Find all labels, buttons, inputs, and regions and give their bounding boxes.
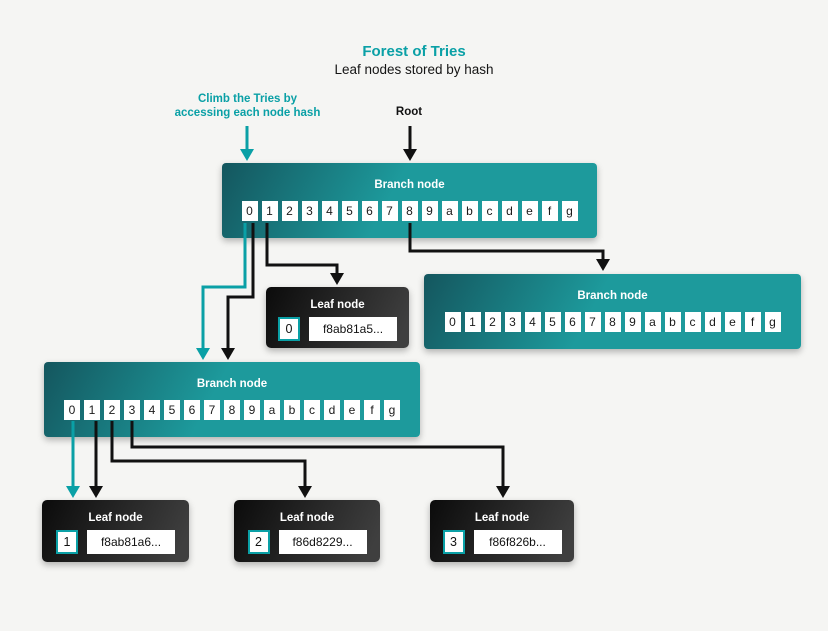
branch-cell: 5: [544, 312, 561, 332]
leaf-node-3-hash: f86f826b...: [473, 530, 562, 554]
branch-cell: d: [704, 312, 721, 332]
branch-node-right-title: Branch node: [577, 290, 648, 302]
branch-cell: 7: [584, 312, 601, 332]
root-annotation: Root: [395, 106, 423, 118]
branch-cell: 5: [164, 400, 180, 420]
page-subtitle: Leaf nodes stored by hash: [334, 62, 494, 77]
branch-cell: 0: [241, 201, 258, 221]
branch-cell: g: [561, 201, 578, 221]
leaf-node-3: Leaf node 3 f86f826b...: [430, 500, 574, 562]
leaf-node-1: Leaf node 1 f8ab81a6...: [42, 500, 189, 562]
leaf-node-2-row: 2 f86d8229...: [234, 530, 380, 554]
climb-tries-annotation: Climb the Tries by accessing each node h…: [160, 92, 335, 120]
branch-cell: 2: [104, 400, 120, 420]
branch-cell: 3: [301, 201, 318, 221]
branch-cell: 4: [321, 201, 338, 221]
branch-cell: b: [664, 312, 681, 332]
branch-cell: 3: [124, 400, 140, 420]
branch-cell: 6: [184, 400, 200, 420]
branch-cell: b: [461, 201, 478, 221]
branch-cell: e: [724, 312, 741, 332]
branch-cell: c: [481, 201, 498, 221]
branch-cell: 1: [464, 312, 481, 332]
branch-cell: 8: [604, 312, 621, 332]
leaf-node-1-index: 1: [56, 530, 78, 554]
leaf-node-2: Leaf node 2 f86d8229...: [234, 500, 380, 562]
branch-cell: e: [521, 201, 538, 221]
leaf-node-3-title: Leaf node: [474, 512, 530, 524]
branch-cell: 8: [224, 400, 240, 420]
branch-cell: d: [501, 201, 518, 221]
branch-cell: c: [684, 312, 701, 332]
branch-cell: 6: [564, 312, 581, 332]
branch-cell: 4: [144, 400, 160, 420]
branch-cell: 0: [444, 312, 461, 332]
branch-cell: 5: [341, 201, 358, 221]
leaf-node-2-hash: f86d8229...: [278, 530, 367, 554]
branch-cell: f: [744, 312, 761, 332]
branch-cell: 7: [381, 201, 398, 221]
climb-tries-annotation-line1: Climb the Tries by: [197, 93, 298, 105]
leaf-node-0-title: Leaf node: [310, 299, 365, 311]
branch-cell: 0: [64, 400, 80, 420]
leaf-node-1-title: Leaf node: [88, 512, 143, 524]
branch-cell: 6: [361, 201, 378, 221]
branch-cell: 8: [401, 201, 418, 221]
branch-cell: 7: [204, 400, 220, 420]
arrow-rootbranch-cell0-black-to-left-branch: [221, 223, 255, 360]
arrow-climb-to-root-branch: [240, 126, 254, 161]
leaf-node-0-hash: f8ab81a5...: [309, 317, 397, 341]
branch-cell: 2: [281, 201, 298, 221]
branch-cell: a: [264, 400, 280, 420]
branch-cell: a: [644, 312, 661, 332]
branch-cell: 4: [524, 312, 541, 332]
leaf-node-2-index: 2: [247, 530, 270, 554]
branch-cell: 9: [421, 201, 438, 221]
branch-cell: 2: [484, 312, 501, 332]
branch-node-root-title: Branch node: [374, 179, 445, 191]
arrow-rootbranch-cell0-teal-to-left-branch: [196, 223, 247, 360]
branch-cell: d: [324, 400, 340, 420]
leaf-node-0: Leaf node 0 f8ab81a5...: [266, 287, 409, 348]
branch-node-left-title: Branch node: [196, 378, 268, 390]
branch-cell: 1: [261, 201, 278, 221]
branch-cell: 9: [244, 400, 260, 420]
leaf-node-0-row: 0 f8ab81a5...: [266, 317, 409, 341]
branch-cell: g: [384, 400, 400, 420]
branch-cell: a: [441, 201, 458, 221]
branch-cell: 3: [504, 312, 521, 332]
climb-tries-annotation-line2: accessing each node hash: [174, 107, 321, 119]
branch-cell: g: [764, 312, 781, 332]
branch-cell: b: [284, 400, 300, 420]
branch-cell: 1: [84, 400, 100, 420]
branch-cell: f: [364, 400, 380, 420]
leaf-node-1-hash: f8ab81a6...: [87, 530, 175, 554]
arrow-root-to-root-branch: [403, 126, 417, 161]
leaf-node-1-row: 1 f8ab81a6...: [42, 530, 189, 554]
leaf-node-0-index: 0: [278, 317, 300, 341]
branch-cell: 9: [624, 312, 641, 332]
branch-cell: c: [304, 400, 320, 420]
page-title: Forest of Tries: [362, 43, 466, 60]
leaf-node-3-row: 3 f86f826b...: [430, 530, 574, 554]
branch-cell: e: [344, 400, 360, 420]
leaf-node-3-index: 3: [442, 530, 465, 554]
branch-cell: f: [541, 201, 558, 221]
leaf-node-2-title: Leaf node: [279, 512, 335, 524]
